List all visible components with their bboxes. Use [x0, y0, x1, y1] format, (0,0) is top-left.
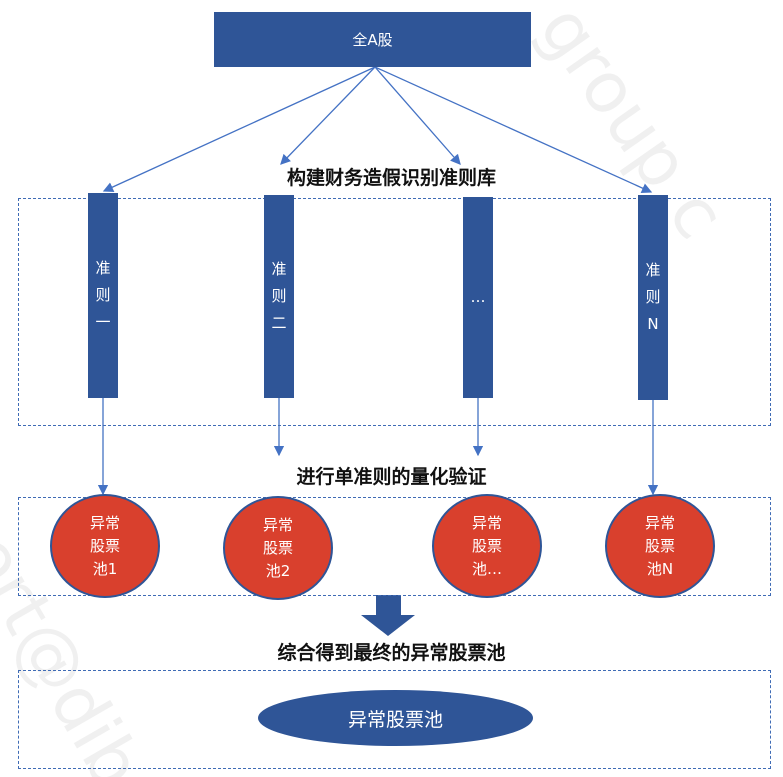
big-down-arrow: [361, 595, 415, 636]
arrow: [280, 66, 376, 165]
final-box: [18, 670, 771, 769]
pools-box: [18, 497, 771, 596]
arrow: [102, 66, 376, 192]
rule-1: 准则一: [88, 193, 118, 398]
arrow: [374, 66, 461, 165]
rules-box: [18, 198, 771, 426]
pool-ellipsis: 异常股票池…: [432, 494, 542, 598]
root-node: 全A股: [214, 12, 531, 67]
pool-1: 异常股票池1: [50, 494, 160, 598]
rule-2: 准则二: [264, 195, 294, 398]
rule-ellipsis: …: [463, 197, 493, 398]
final-pool: 异常股票池: [258, 690, 533, 746]
step2-title: 进行单准则的量化验证: [296, 466, 487, 488]
pool-n: 异常股票池N: [605, 494, 715, 598]
step3-title: 综合得到最终的异常股票池: [277, 642, 506, 664]
pool-2: 异常股票池2: [223, 496, 333, 600]
step1-title: 构建财务造假识别准则库: [286, 167, 496, 189]
arrow: [374, 66, 653, 193]
